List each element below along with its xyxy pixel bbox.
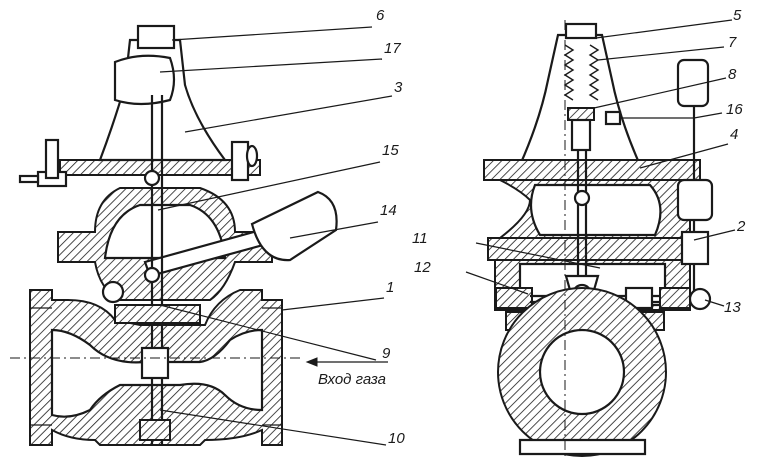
right-labels: 5 7 8 16 4 11 2 12 13 xyxy=(412,7,746,316)
left-labels: 6 17 3 15 14 1 9 Вход газа 10 xyxy=(318,7,405,447)
label-part-14: 14 xyxy=(380,202,397,219)
label-part-11: 11 xyxy=(412,230,428,247)
side-linkage-right xyxy=(604,58,714,305)
label-part-17: 17 xyxy=(384,40,401,57)
right-lug-left xyxy=(230,140,259,182)
right-leader-lines xyxy=(465,19,736,307)
inlet-caption: Вход газа xyxy=(318,371,386,388)
top-cap xyxy=(564,22,598,40)
label-part-8: 8 xyxy=(728,66,737,83)
label-part-15: 15 xyxy=(382,142,399,159)
label-part-1: 1 xyxy=(386,279,394,296)
label-part-5: 5 xyxy=(733,7,742,24)
label-part-13: 13 xyxy=(724,299,741,316)
label-part-6: 6 xyxy=(376,7,385,24)
left-section-view xyxy=(10,24,388,446)
handle-17 xyxy=(113,54,176,106)
label-part-16: 16 xyxy=(726,101,743,118)
pipe-inner xyxy=(538,328,626,416)
label-part-2: 2 xyxy=(736,218,746,235)
upper-diaphragm-flange xyxy=(483,159,701,181)
label-part-12: 12 xyxy=(414,259,431,276)
spring-housing xyxy=(518,33,642,167)
diaphragm-cover-left xyxy=(59,159,261,176)
label-part-10: 10 xyxy=(388,430,405,447)
lever-14 xyxy=(143,190,338,278)
adjust-cap-left xyxy=(136,24,176,50)
side-adjust-screw xyxy=(18,138,68,188)
label-part-3: 3 xyxy=(394,79,403,96)
left-leader-lines xyxy=(157,26,393,446)
label-part-9: 9 xyxy=(382,345,391,362)
right-section-view xyxy=(483,20,714,460)
label-part-7: 7 xyxy=(728,34,737,51)
lower-flange-11 xyxy=(487,237,696,261)
label-part-4: 4 xyxy=(730,126,738,143)
